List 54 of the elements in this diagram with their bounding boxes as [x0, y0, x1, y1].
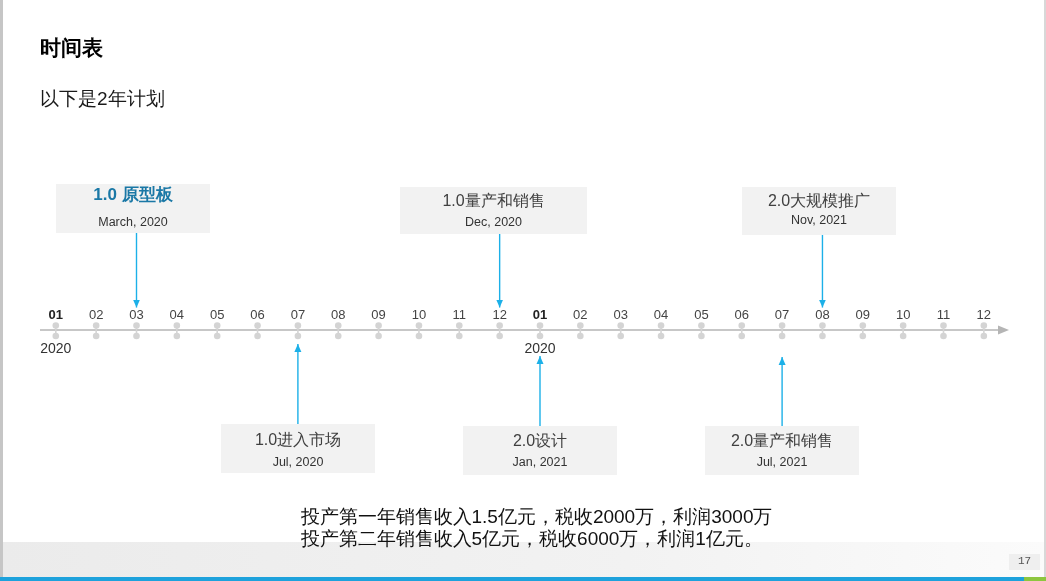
month-label: 01	[48, 307, 64, 323]
subtitle: 以下是2年计划	[40, 88, 165, 110]
month-label: 02	[88, 307, 104, 323]
milestone-box	[56, 184, 210, 233]
month-label: 09	[855, 307, 871, 323]
milestone-date: March, 2020	[98, 214, 168, 230]
month-label: 04	[653, 307, 669, 323]
milestone-title: 2.0大规模推广	[767, 191, 871, 211]
milestone-title: 1.0 原型板	[93, 185, 173, 205]
milestone-date: Jul, 2021	[756, 454, 808, 470]
milestone-date: Jan, 2021	[512, 454, 568, 470]
milestone-title: 2.0设计	[512, 431, 568, 451]
month-label: 03	[129, 307, 144, 323]
month-label: 10	[411, 307, 427, 323]
month-label: 07	[774, 307, 790, 323]
arrow	[294, 343, 302, 425]
summary-text: 投产第二年销售收入5亿元，税收6000万，利润1亿元。	[300, 528, 763, 550]
summary-text: 投产第一年销售收入1.5亿元，税收2000万，利润3000万	[300, 506, 773, 528]
month-label: 08	[331, 307, 346, 323]
milestone-box	[705, 426, 859, 475]
arrow	[778, 356, 786, 427]
month-label: 12	[492, 307, 507, 323]
milestone-box	[742, 187, 896, 235]
month-label: 06	[734, 307, 749, 323]
milestone-box	[463, 426, 617, 475]
milestone-title: 2.0量产和销售	[730, 431, 834, 451]
year-label: 2020	[40, 339, 72, 357]
arrow	[536, 355, 544, 427]
month-label: 11	[452, 307, 467, 323]
month-label: 07	[290, 307, 306, 323]
year-label: 2020	[524, 339, 556, 357]
month-label: 04	[169, 307, 185, 323]
month-label: 05	[209, 307, 225, 323]
milestone-date: Dec, 2020	[465, 214, 522, 230]
milestone-title: 1.0进入市场	[254, 430, 342, 449]
month-label: 05	[694, 307, 709, 323]
arrow	[818, 234, 826, 309]
milestone-date: Jul, 2020	[272, 454, 324, 470]
milestone-title: 1.0量产和销售	[442, 191, 545, 211]
milestone-date: Nov, 2021	[790, 212, 848, 227]
month-label: 02	[573, 307, 588, 323]
arrow	[133, 231, 140, 309]
month-label: 06	[250, 307, 265, 323]
slide-title: 时间表	[40, 35, 103, 61]
month-label: 09	[371, 307, 386, 323]
milestone-box	[400, 187, 587, 234]
month-label: 01	[532, 307, 548, 323]
month-label: 08	[815, 307, 830, 323]
arrow	[496, 233, 504, 309]
month-label: 03	[613, 307, 628, 323]
month-label: 12	[976, 307, 992, 323]
month-label: 11	[936, 307, 951, 323]
month-label: 10	[895, 307, 911, 323]
milestone-box	[221, 424, 375, 473]
